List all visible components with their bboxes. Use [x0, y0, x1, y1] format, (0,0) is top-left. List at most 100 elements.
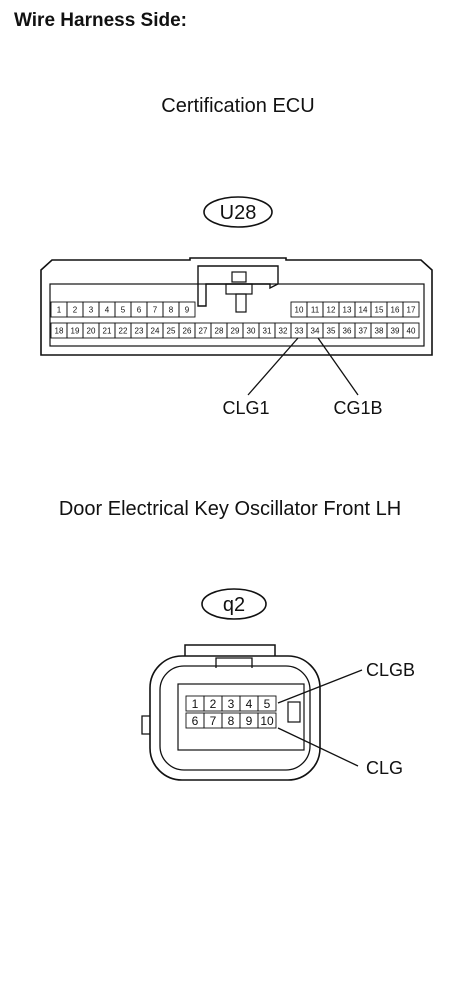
pin-number: 5: [264, 697, 271, 711]
leader-line-clgb: [277, 669, 363, 704]
pin-10: 10: [257, 712, 277, 729]
pin-34: 34: [306, 322, 324, 339]
pin-number: 24: [151, 326, 160, 335]
pin-number: 22: [119, 326, 128, 335]
pin-28: 28: [210, 322, 228, 339]
pin-12: 12: [322, 301, 340, 318]
pin-1: 1: [185, 695, 205, 712]
pin-number: 3: [228, 697, 235, 711]
page-title: Wire Harness Side:: [14, 10, 187, 31]
pin-33: 33: [290, 322, 308, 339]
pin-number: 32: [279, 326, 288, 335]
terminal-label-clg: CLG: [366, 758, 403, 778]
pin-35: 35: [322, 322, 340, 339]
pin-number: 14: [359, 305, 368, 314]
pin-number: 35: [327, 326, 336, 335]
pin-9: 9: [239, 712, 259, 729]
pin-number: 2: [73, 305, 78, 314]
pin-13: 13: [338, 301, 356, 318]
pin-3: 3: [82, 301, 100, 318]
pin-number: 38: [375, 326, 384, 335]
pin-number: 26: [183, 326, 192, 335]
terminal-label-clgb: CLGB: [366, 660, 415, 680]
pin-1: 1: [50, 301, 68, 318]
pin-16: 16: [386, 301, 404, 318]
pin-24: 24: [146, 322, 164, 339]
pin-number: 10: [295, 305, 304, 314]
connector-id-label: U28: [220, 202, 257, 224]
pin-number: 21: [103, 326, 112, 335]
pin-number: 11: [311, 305, 320, 314]
pin-number: 30: [247, 326, 256, 335]
pin-number: 8: [169, 305, 174, 314]
pin-number: 29: [231, 326, 240, 335]
pin-number: 19: [71, 326, 80, 335]
pin-number: 39: [391, 326, 400, 335]
pin-number: 28: [215, 326, 224, 335]
pin-4: 4: [98, 301, 116, 318]
pin-number: 27: [199, 326, 208, 335]
connector-title-certification-ecu: Certification ECU: [161, 95, 314, 117]
pin-number: 8: [228, 714, 235, 728]
pin-2: 2: [66, 301, 84, 318]
connector-id-label: q2: [223, 594, 245, 616]
pin-number: 34: [311, 326, 320, 335]
pin-number: 16: [391, 305, 400, 314]
pin-number: 1: [57, 305, 62, 314]
pin-39: 39: [386, 322, 404, 339]
pin-number: 1: [192, 697, 199, 711]
pin-4: 4: [239, 695, 259, 712]
pin-7: 7: [146, 301, 164, 318]
pin-27: 27: [194, 322, 212, 339]
pin-number: 13: [343, 305, 352, 314]
pin-number: 7: [153, 305, 158, 314]
connector-id-u28: U28: [203, 196, 273, 228]
leader-line-cg1b: [317, 337, 359, 396]
pin-number: 2: [210, 697, 217, 711]
pin-5: 5: [114, 301, 132, 318]
pin-number: 20: [87, 326, 96, 335]
pin-17: 17: [402, 301, 420, 318]
pin-number: 31: [263, 326, 272, 335]
pin-number: 36: [343, 326, 352, 335]
leader-line-clg: [277, 727, 359, 767]
pin-6: 6: [185, 712, 205, 729]
pin-26: 26: [178, 322, 196, 339]
pin-number: 15: [375, 305, 384, 314]
connector-body-u28: [40, 257, 433, 356]
pin-10: 10: [290, 301, 308, 318]
pin-number: 37: [359, 326, 368, 335]
leader-line-clg1: [247, 337, 299, 396]
pin-number: 40: [407, 326, 416, 335]
pin-36: 36: [338, 322, 356, 339]
pin-7: 7: [203, 712, 223, 729]
pin-23: 23: [130, 322, 148, 339]
pin-20: 20: [82, 322, 100, 339]
pin-18: 18: [50, 322, 68, 339]
terminal-label-cg1b: CG1B: [333, 398, 382, 418]
pin-38: 38: [370, 322, 388, 339]
pin-number: 10: [260, 714, 274, 728]
pin-number: 9: [185, 305, 190, 314]
pin-11: 11: [306, 301, 324, 318]
pin-5: 5: [257, 695, 277, 712]
pin-22: 22: [114, 322, 132, 339]
pin-number: 25: [167, 326, 176, 335]
connector-id-q2: q2: [201, 588, 267, 620]
pin-number: 6: [192, 714, 199, 728]
pin-2: 2: [203, 695, 223, 712]
pin-3: 3: [221, 695, 241, 712]
pin-number: 9: [246, 714, 253, 728]
pin-31: 31: [258, 322, 276, 339]
pin-30: 30: [242, 322, 260, 339]
pin-number: 4: [246, 697, 253, 711]
pin-8: 8: [221, 712, 241, 729]
pin-8: 8: [162, 301, 180, 318]
pin-29: 29: [226, 322, 244, 339]
connector-body-q2: [141, 644, 321, 781]
pin-number: 6: [137, 305, 142, 314]
pin-32: 32: [274, 322, 292, 339]
